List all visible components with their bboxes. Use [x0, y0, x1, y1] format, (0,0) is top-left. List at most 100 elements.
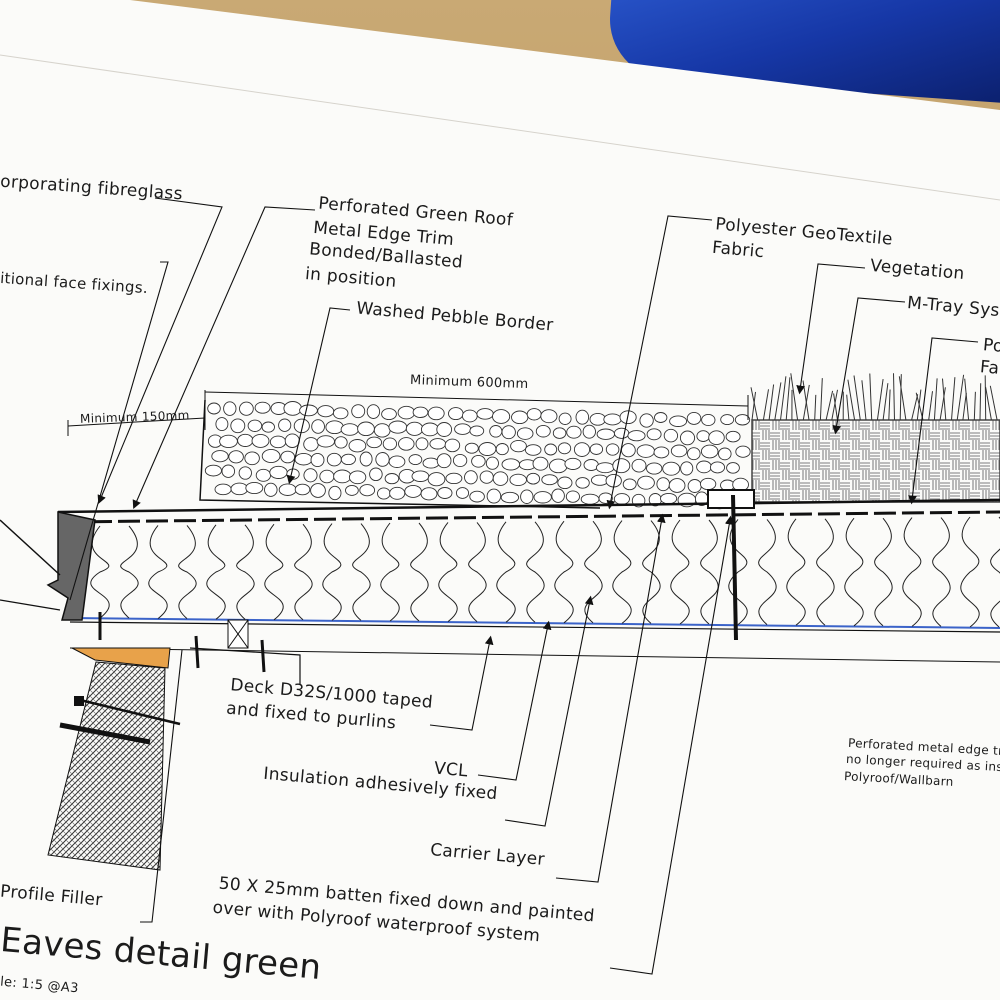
pebble: [469, 490, 485, 503]
grass-blade: [899, 374, 902, 421]
pebble: [454, 423, 472, 435]
grass-blade: [853, 375, 861, 421]
washed-pebble-border: [199, 399, 751, 510]
pebble: [204, 464, 222, 477]
pebble: [397, 405, 416, 420]
pebble: [412, 406, 429, 418]
pebble: [415, 437, 429, 451]
insulation-bulb: [670, 519, 690, 625]
pebble: [718, 447, 732, 461]
pebble: [476, 408, 494, 420]
pebble: [366, 404, 381, 419]
pebble: [670, 444, 688, 458]
grass-blade: [861, 380, 867, 421]
pebble: [303, 468, 318, 483]
insulation-bulb: [902, 517, 922, 627]
pebble: [405, 421, 424, 436]
pebble: [293, 418, 310, 434]
pebble: [595, 462, 615, 474]
label-po-1: Po: [982, 335, 1000, 357]
pebble: [247, 419, 263, 432]
pebble: [422, 457, 440, 469]
insulation-bulb: [496, 521, 516, 623]
pebble: [500, 491, 520, 504]
pebble: [492, 409, 511, 424]
label-po-2: Fa: [979, 357, 1000, 379]
pebble: [495, 443, 509, 456]
pebble: [351, 404, 366, 419]
insulation-bulb: [960, 516, 980, 628]
pebble: [687, 479, 702, 493]
pebble: [656, 477, 670, 492]
grass-blade: [956, 374, 965, 421]
pebble: [280, 450, 296, 464]
insulation-bulb: [728, 519, 748, 625]
pebble: [660, 492, 678, 505]
grass-blade: [893, 373, 895, 421]
pebble: [348, 470, 367, 485]
pebble: [720, 414, 735, 426]
grass-blade: [989, 385, 998, 421]
pebble: [223, 401, 237, 416]
pebble: [359, 484, 376, 497]
grass-blade: [888, 389, 891, 421]
pebble: [215, 417, 229, 432]
insulation-bulb: [990, 516, 1000, 628]
pebble: [471, 454, 486, 468]
pebble: [219, 434, 238, 449]
pebble: [668, 478, 686, 493]
grass-blade: [768, 384, 775, 421]
pebble: [621, 443, 636, 458]
insulation-bulb: [352, 523, 371, 621]
pebble: [627, 430, 646, 442]
pebble: [479, 470, 494, 484]
pebble: [366, 436, 383, 449]
grass-blade: [846, 394, 850, 421]
grass-blade: [819, 378, 823, 421]
pebble: [340, 453, 356, 466]
pebble: [437, 487, 453, 499]
insulation-bulb: [554, 520, 574, 624]
pebble: [444, 438, 461, 453]
metal-edge-trim: [46, 511, 96, 621]
pebble: [303, 437, 319, 452]
insulation-bulb: [932, 517, 951, 627]
pebble: [420, 487, 438, 501]
pebble: [445, 472, 463, 485]
pebble: [382, 437, 398, 451]
grass-blade: [751, 391, 756, 421]
insulation-bulb: [786, 518, 806, 626]
pebble: [269, 435, 287, 449]
insulation-bulb: [178, 525, 197, 619]
pebble: [663, 428, 679, 443]
pebble: [605, 443, 620, 456]
pebble: [511, 410, 529, 425]
insulation-bulb: [874, 517, 893, 627]
insulation-bulb: [758, 519, 777, 625]
pebble: [516, 427, 534, 440]
pebble: [541, 474, 558, 486]
pebble: [489, 425, 503, 438]
pebble: [469, 425, 485, 437]
pebble: [328, 485, 342, 501]
pebble: [686, 411, 702, 425]
pebble: [317, 405, 335, 418]
pebble: [548, 458, 568, 474]
pebble: [436, 453, 452, 469]
grass-blade: [939, 387, 946, 421]
pebble: [316, 435, 335, 448]
insulation-bulb: [844, 517, 864, 627]
pebble: [558, 412, 572, 425]
insulation-bulb: [642, 520, 661, 624]
grass-blade: [774, 382, 782, 421]
insulation-layer: [90, 516, 1000, 628]
pebble: [526, 472, 541, 485]
pebble: [708, 430, 725, 446]
grass-blade: [869, 373, 873, 421]
pebble: [427, 406, 445, 421]
pebble: [388, 455, 406, 468]
pebble: [603, 413, 622, 426]
grass-blade: [831, 389, 838, 421]
